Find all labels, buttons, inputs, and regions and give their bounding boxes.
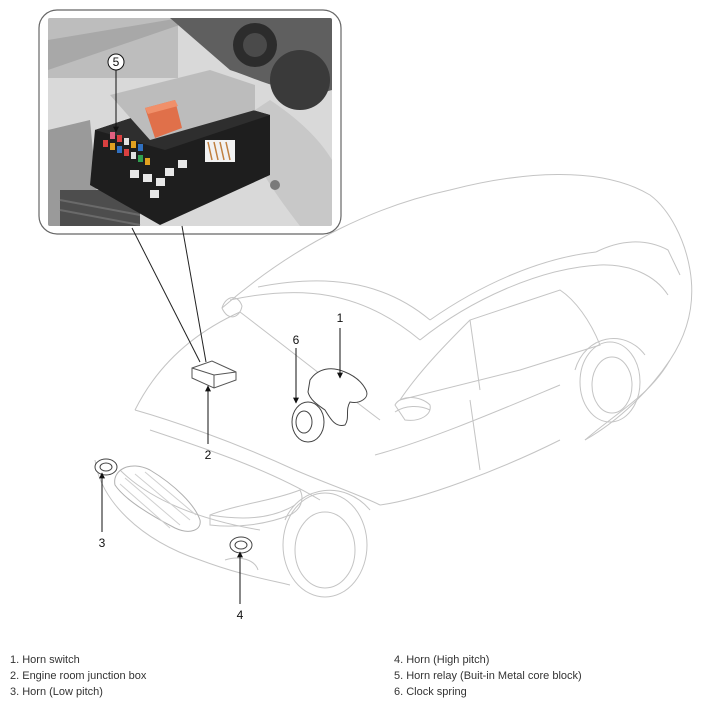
legend-right-column: 4. Horn (High pitch) 5. Horn relay (Buit…	[394, 652, 582, 700]
legend-item-clock-spring: 6. Clock spring	[394, 686, 467, 698]
legend-item-horn-switch: 1. Horn switch	[10, 654, 80, 666]
callout-5: 5	[113, 55, 120, 69]
callout-4: 4	[237, 608, 244, 622]
engine-room-junction-box-shape	[191, 360, 237, 389]
callout-1: 1	[337, 311, 344, 325]
horn-high-pitch-shape	[229, 536, 253, 554]
horn-component-location-diagram: 1 2 3 4 5 6	[38, 9, 693, 622]
clock-spring-shape	[291, 401, 325, 443]
legend-item-engine-room-junction-box: 2. Engine room junction box	[10, 670, 147, 682]
callout-6: 6	[293, 333, 300, 347]
legend-item-horn-low-pitch: 3. Horn (Low pitch)	[10, 686, 103, 698]
callout-leaders	[99, 70, 343, 604]
car-illustration	[94, 174, 693, 598]
horn-low-pitch-shape	[94, 458, 118, 476]
legend-item-horn-high-pitch: 4. Horn (High pitch)	[394, 654, 490, 666]
callout-2: 2	[205, 448, 212, 462]
junction-box-inset	[38, 9, 342, 235]
callout-5-circle	[107, 53, 125, 71]
inset-leader-lines	[131, 225, 207, 363]
horn-switch-shape	[307, 368, 368, 427]
legend-item-horn-relay: 5. Horn relay (Buit-in Metal core block)	[394, 670, 582, 682]
legend-left-column: 1. Horn switch 2. Engine room junction b…	[10, 652, 146, 700]
callout-3: 3	[99, 536, 106, 550]
